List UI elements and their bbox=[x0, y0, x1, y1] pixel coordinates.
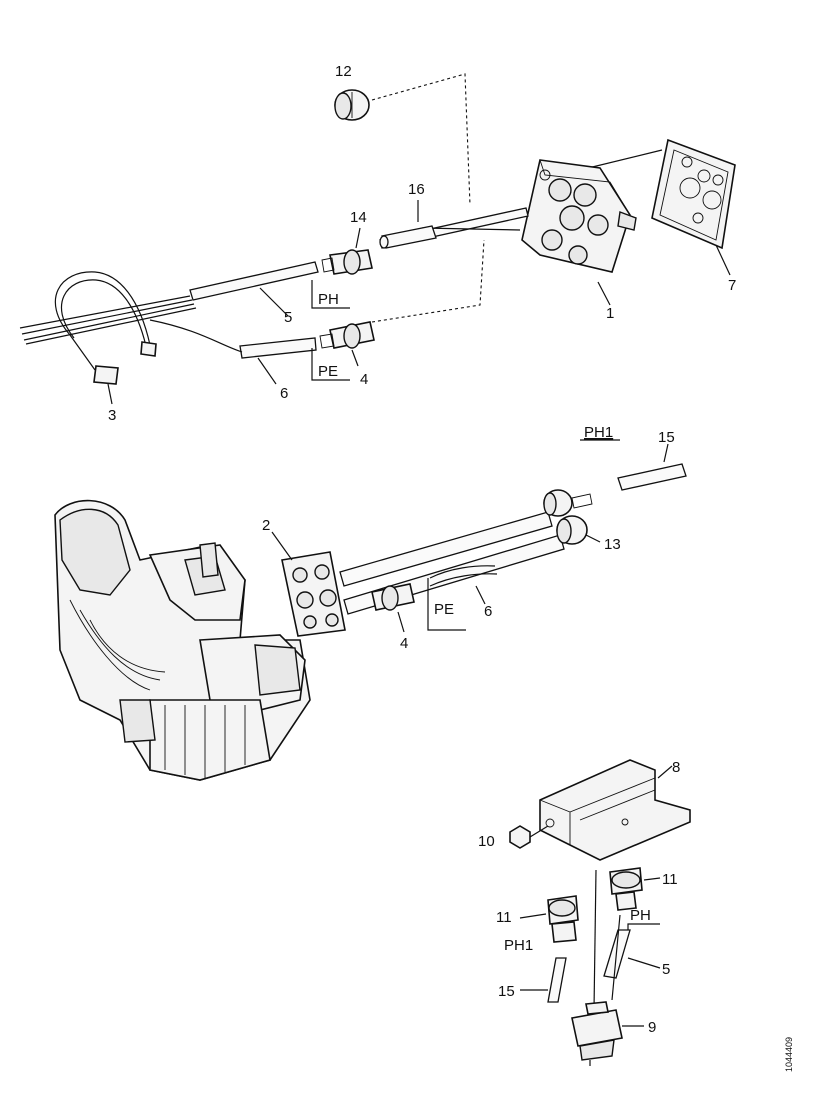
callout-3: 3 bbox=[108, 407, 116, 424]
callout-11-left: 11 bbox=[496, 909, 512, 926]
part-12-nut bbox=[334, 89, 370, 121]
part-3-harness bbox=[19, 271, 243, 405]
code-ph1-bottom: PH1 bbox=[504, 937, 533, 954]
part-4-fitting-mid bbox=[371, 583, 415, 633]
part-8-bracket bbox=[539, 759, 691, 861]
bottom-assembly bbox=[509, 759, 691, 1066]
callout-4-mid: 4 bbox=[400, 635, 408, 652]
part-13-nut bbox=[556, 515, 601, 545]
code-pe-mid: PE bbox=[434, 601, 454, 618]
part-11-fitting-left bbox=[519, 895, 579, 943]
code-pe-top: PE bbox=[318, 363, 338, 380]
code-ph1-mid: PH1 bbox=[584, 424, 613, 441]
figure-id: 1044409 bbox=[784, 1037, 794, 1072]
part-2-plate bbox=[271, 531, 346, 637]
callout-7: 7 bbox=[728, 277, 736, 294]
callout-5-top: 5 bbox=[284, 309, 292, 326]
callout-15-bottom: 15 bbox=[498, 983, 515, 1000]
middle-assembly bbox=[54, 439, 687, 781]
callout-8: 8 bbox=[672, 759, 680, 776]
top-assembly bbox=[19, 73, 736, 405]
part-9-sensor bbox=[571, 869, 644, 1066]
callout-13: 13 bbox=[604, 536, 621, 553]
callout-9: 9 bbox=[648, 1019, 656, 1036]
pump-unit bbox=[54, 499, 311, 781]
code-ph-top: PH bbox=[318, 291, 339, 308]
part-11-fitting-right bbox=[609, 867, 661, 911]
callout-1: 1 bbox=[606, 305, 614, 322]
part-14-fitting bbox=[321, 227, 373, 275]
callout-14: 14 bbox=[350, 209, 367, 226]
part-1-valve-block bbox=[521, 159, 637, 273]
callout-12: 12 bbox=[335, 63, 352, 80]
fitting-ph1 bbox=[543, 489, 593, 517]
callout-6-mid: 6 bbox=[484, 603, 492, 620]
callout-6-top: 6 bbox=[280, 385, 288, 402]
code-ph-bottom: PH bbox=[630, 907, 651, 924]
callout-5-bottom: 5 bbox=[662, 961, 670, 978]
callout-15-mid: 15 bbox=[658, 429, 675, 446]
part-10-nut bbox=[509, 825, 549, 849]
callout-16: 16 bbox=[408, 181, 425, 198]
callout-11-right: 11 bbox=[662, 871, 678, 888]
callout-10: 10 bbox=[478, 833, 495, 850]
part-7-gasket bbox=[651, 138, 736, 250]
part-4-fitting-top bbox=[319, 321, 375, 367]
callout-2: 2 bbox=[262, 517, 270, 534]
callout-4-top: 4 bbox=[360, 371, 368, 388]
part-16-sleeve bbox=[379, 200, 437, 249]
